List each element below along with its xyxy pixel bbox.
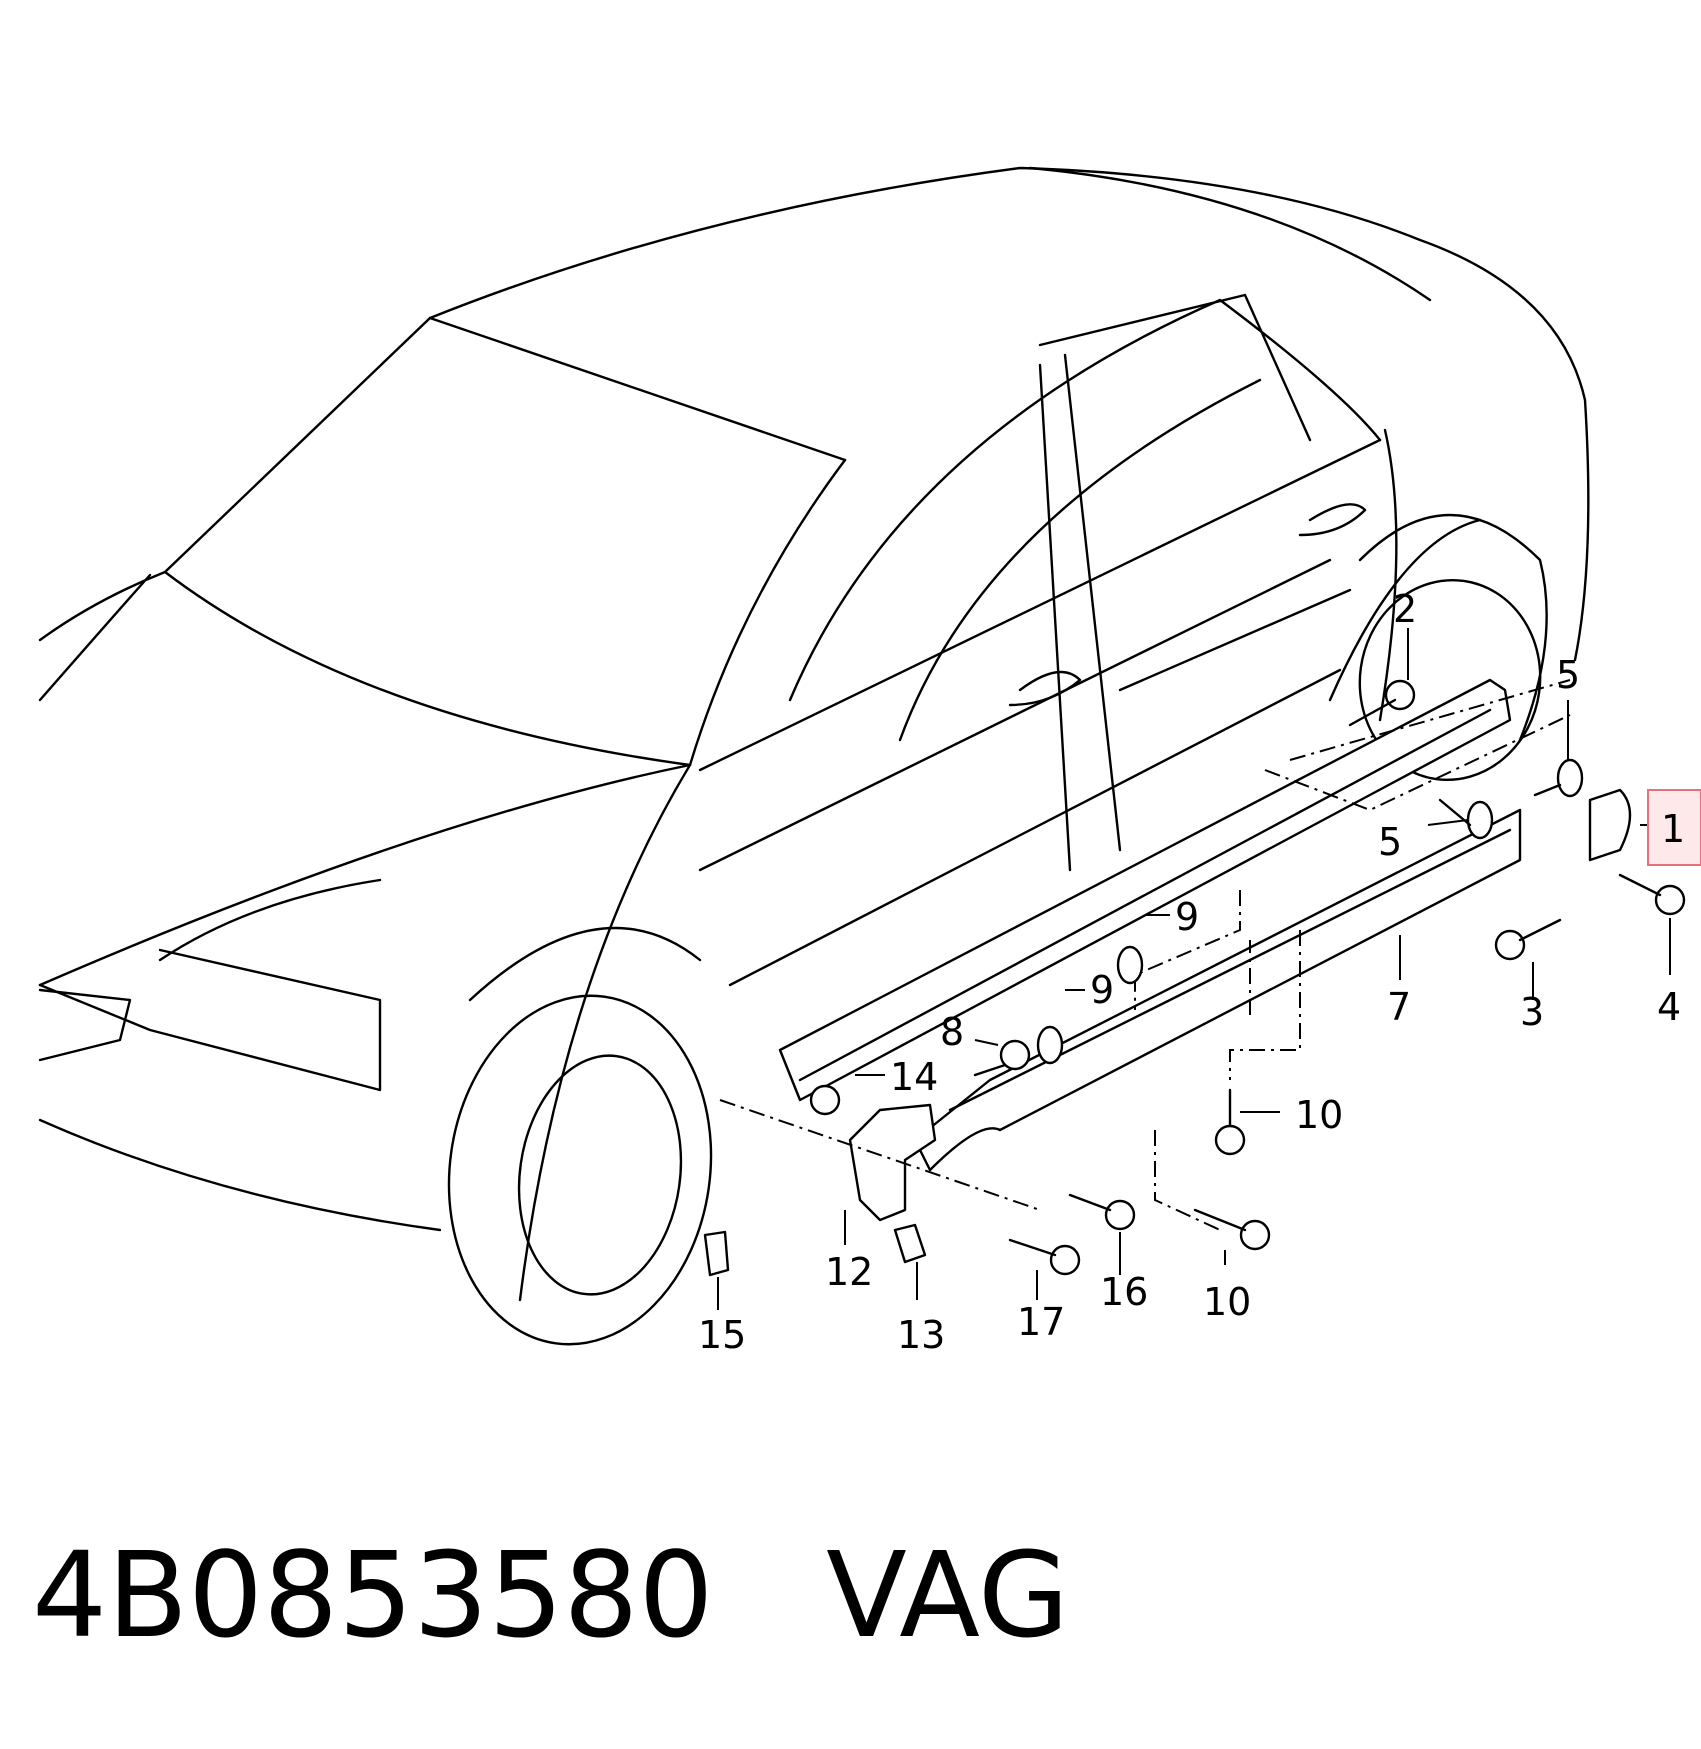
screw-10a-head-icon xyxy=(1214,1124,1246,1156)
assembly-guide-lines xyxy=(719,679,1571,1231)
bracket-part-12 xyxy=(848,1103,937,1222)
callout-7: 7 xyxy=(1387,985,1411,1029)
fasteners xyxy=(703,679,1686,1277)
callout-3: 3 xyxy=(1520,990,1544,1034)
clip-9b-icon xyxy=(1036,1025,1064,1065)
clip-8-icon xyxy=(999,1039,1031,1071)
callout-8: 8 xyxy=(940,1010,964,1054)
callout-2: 2 xyxy=(1393,587,1417,631)
callout-12: 12 xyxy=(825,1250,873,1294)
car-body-outline xyxy=(38,166,1590,1346)
clip-9a-icon xyxy=(1116,945,1144,985)
callout-4: 4 xyxy=(1657,985,1681,1029)
callout-9-upper: 9 xyxy=(1175,895,1199,939)
callout-1: 1 xyxy=(1661,807,1685,851)
callout-17: 17 xyxy=(1017,1300,1065,1344)
brand-name: VAG xyxy=(826,1526,1070,1664)
callout-labels: 1 2 3 4 5 5 7 8 9 9 10 10 12 13 14 15 16… xyxy=(698,587,1685,1357)
screw-3-head-icon xyxy=(1494,929,1526,961)
callout-10-upper: 10 xyxy=(1295,1093,1343,1137)
part-number: 4B0853580 xyxy=(32,1526,714,1664)
screw-2-head-icon xyxy=(1384,679,1416,711)
screw-16-head-icon xyxy=(1104,1199,1136,1231)
callout-14: 14 xyxy=(890,1055,938,1099)
callout-10-lower: 10 xyxy=(1203,1280,1251,1324)
clip-15-icon xyxy=(703,1230,730,1277)
screw-4-head-icon xyxy=(1654,884,1686,916)
nut-13-icon xyxy=(893,1223,927,1264)
part-caption: 4B0853580 VAG xyxy=(32,1515,1672,1675)
callout-16: 16 xyxy=(1100,1270,1148,1314)
screw-17-head-icon xyxy=(1049,1244,1081,1276)
leader-lines xyxy=(717,628,1671,1310)
callout-15: 15 xyxy=(698,1313,746,1357)
sill-trim-panel xyxy=(778,678,1522,1172)
clip-5b-icon xyxy=(1466,800,1494,840)
end-cap-part-1 xyxy=(1588,788,1632,862)
clip-5-icon xyxy=(1556,758,1584,798)
parts-diagram: 1 2 3 4 5 5 7 8 9 9 10 10 12 13 14 15 16… xyxy=(38,166,1701,1357)
callout-9-lower: 9 xyxy=(1090,968,1114,1012)
callout-13: 13 xyxy=(897,1313,945,1357)
callout-1-highlight xyxy=(1647,789,1701,866)
clip-14-icon xyxy=(809,1084,841,1116)
callout-5-lower: 5 xyxy=(1378,820,1402,864)
screw-10b-head-icon xyxy=(1239,1219,1271,1251)
callout-5-upper: 5 xyxy=(1556,653,1580,697)
